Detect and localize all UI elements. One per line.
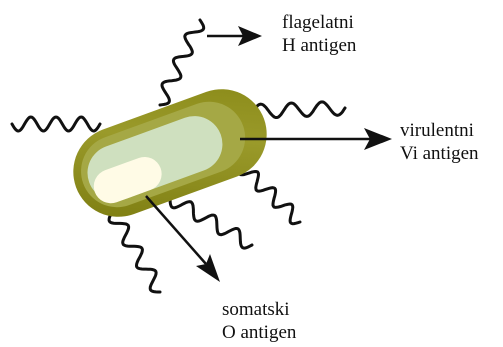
label-h-line2: H antigen [282,34,356,57]
flagellum-bottom-left [109,212,160,292]
label-o-line1: somatski [222,298,296,321]
flagellum-right-lower [239,165,300,224]
flagellum-bottom-mid [170,198,252,248]
label-vi-line2: Vi antigen [400,142,479,165]
flagellum-top [160,20,204,105]
label-vi-line1: virulentni [400,119,479,142]
label-h-line1: flagelatni [282,11,356,34]
label-o-line2: O antigen [222,321,296,344]
flagellum-left [12,117,100,131]
label-h-antigen: flagelatni H antigen [282,11,356,57]
label-o-antigen: somatski O antigen [222,298,296,344]
label-vi-antigen: virulentni Vi antigen [400,119,479,165]
